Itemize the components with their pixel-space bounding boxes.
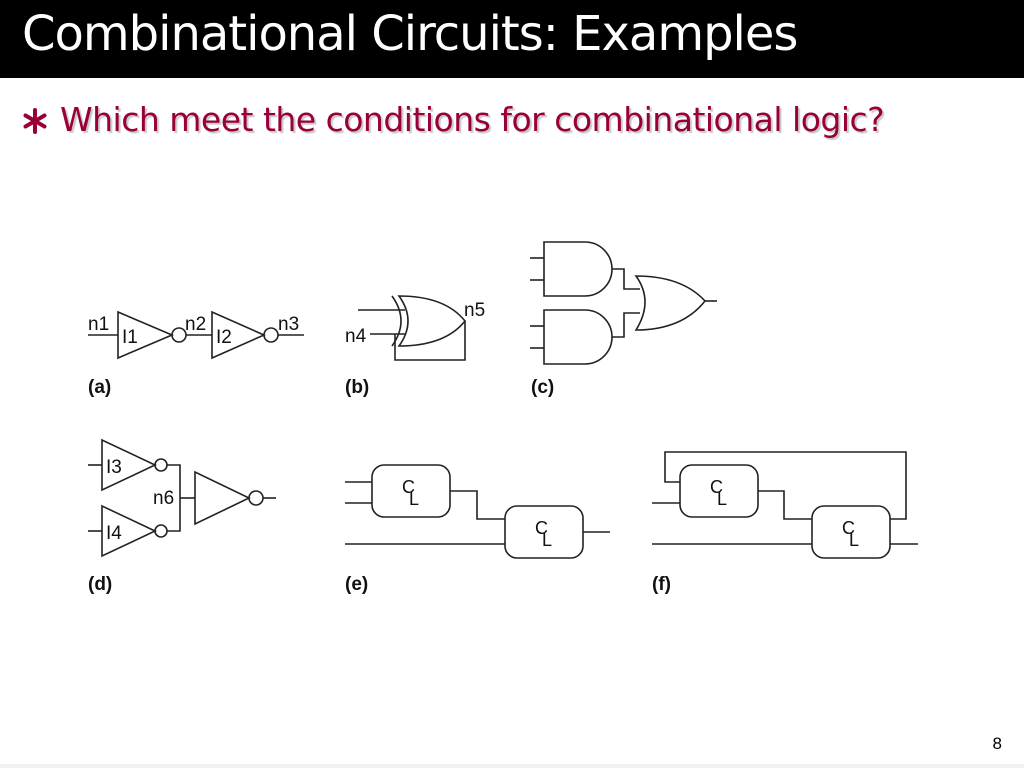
slide-title: Combinational Circuits: Examples [22, 6, 798, 62]
circuit-d [88, 438, 276, 558]
net-label-n5: n5 [464, 300, 485, 321]
circuit-f [652, 451, 918, 559]
gate-label-i3: I3 [106, 457, 122, 478]
caption-f: (f) [652, 574, 671, 595]
inverter-i1-gate [117, 310, 175, 360]
and-gate-top [543, 241, 613, 297]
gate-label-i2: I2 [216, 327, 232, 348]
wire [612, 312, 640, 338]
circuit-a [88, 310, 304, 360]
circuit-b [358, 295, 467, 361]
gate-label-i1: I1 [122, 327, 138, 348]
cl-c-glyph: C [842, 518, 855, 538]
and-gate-bottom [543, 309, 613, 365]
xor-gate [397, 295, 467, 347]
net-label-n1: n1 [88, 314, 109, 335]
cl-l-glyph: L [409, 489, 419, 509]
or-gate [634, 275, 707, 331]
circuit-c [530, 241, 717, 365]
title-bar: Combinational Circuits: Examples [0, 0, 1024, 78]
inverter-gate [194, 470, 251, 526]
gate-label-i4: I4 [106, 523, 122, 544]
footer-divider [0, 764, 1024, 768]
bullet-question: Which meet the conditions for combinatio… [60, 100, 885, 139]
net-label-n3: n3 [278, 314, 299, 335]
wire [450, 490, 505, 520]
inverter-bubble [171, 327, 187, 343]
cl-c-glyph: C [710, 477, 723, 497]
inverter-i2-gate [211, 310, 266, 360]
asterisk-bullet-icon [23, 108, 47, 134]
inverter-bubble [263, 327, 279, 343]
xor-input-curve [391, 295, 402, 347]
net-label-n6: n6 [153, 488, 174, 509]
cl-l-glyph: L [849, 530, 859, 550]
caption-d: (d) [88, 574, 112, 595]
caption-e: (e) [345, 574, 368, 595]
circuit-e [345, 464, 610, 559]
wire [758, 490, 812, 520]
cl-block [811, 505, 891, 559]
page-number: 8 [992, 734, 1002, 753]
feedback-wire [394, 321, 466, 361]
net-label-n4: n4 [345, 326, 367, 347]
caption-c: (c) [531, 377, 554, 398]
caption-b: (b) [345, 377, 369, 398]
net-label-n2: n2 [185, 314, 206, 335]
feedback-wire [664, 451, 907, 520]
cl-l-glyph: L [717, 489, 727, 509]
caption-a: (a) [88, 377, 111, 398]
cl-l-glyph: L [542, 530, 552, 550]
inverter-bubble [248, 490, 264, 506]
wire [612, 268, 640, 290]
cl-c-glyph: C [402, 477, 415, 497]
cl-c-glyph: C [535, 518, 548, 538]
